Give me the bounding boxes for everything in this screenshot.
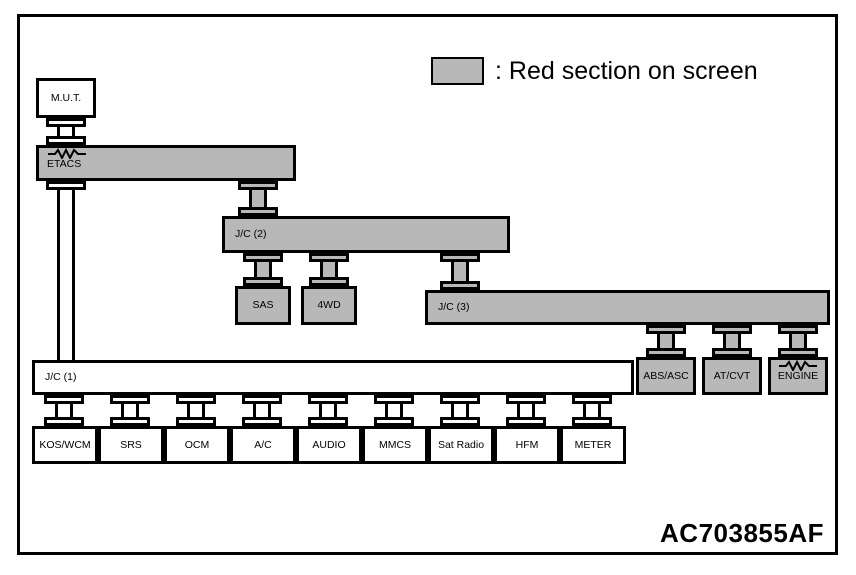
connector-pad-module-8-top <box>506 417 546 426</box>
module-mmcs[interactable]: MMCS <box>362 426 428 464</box>
node-engine-label: ENGINE <box>777 370 819 382</box>
legend-label: : Red section on screen <box>495 56 758 85</box>
connector-pad-module-6-top <box>374 417 414 426</box>
node-mut[interactable]: M.U.T. <box>36 78 96 118</box>
connector-pad-sas-top <box>243 277 283 286</box>
connector-pad-jc1-bottom-5 <box>308 395 348 404</box>
connector-stem-jc1-module-8 <box>517 404 535 417</box>
connector-pad-module-9-top <box>572 417 612 426</box>
node-jc3-label: J/C (3) <box>438 301 470 314</box>
module-label: KOS/WCM <box>39 438 91 451</box>
connector-pad-jc1-bottom-1 <box>44 395 84 404</box>
connector-pad-module-7-top <box>440 417 480 426</box>
legend-swatch-gray <box>431 57 484 85</box>
node-sas-label: SAS <box>252 299 274 312</box>
connector-stem-etacs-jc1 <box>57 190 75 362</box>
node-engine[interactable]: ENGINE <box>768 357 828 395</box>
figure-id-label: AC703855AF <box>660 518 824 548</box>
module-kos-wcm[interactable]: KOS/WCM <box>32 426 98 464</box>
module-label: Sat Radio <box>437 438 485 451</box>
node-at-cvt[interactable]: AT/CVT <box>702 357 762 395</box>
connector-stem-jc3-atcvt <box>723 334 741 348</box>
connector-pad-jc3-bottom-absasc <box>646 325 686 334</box>
connector-pad-etacs-bottom-right <box>238 181 278 190</box>
node-jc2-label: J/C (2) <box>235 228 267 241</box>
connector-pad-jc2-top <box>238 207 278 216</box>
connector-stem-jc3-absasc <box>657 334 675 348</box>
node-at-cvt-label: AT/CVT <box>713 369 751 382</box>
connector-stem-jc1-module-7 <box>451 404 469 417</box>
connector-pad-jc1-bottom-9 <box>572 395 612 404</box>
node-jc2[interactable]: J/C (2) <box>222 216 510 253</box>
connector-pad-jc1-bottom-4 <box>242 395 282 404</box>
connector-pad-engine-top <box>778 348 818 357</box>
node-sas[interactable]: SAS <box>235 286 291 325</box>
connector-stem-jc1-module-1 <box>55 404 73 417</box>
connector-pad-module-4-top <box>242 417 282 426</box>
module-label: HFM <box>515 438 539 451</box>
connector-pad-jc3-top <box>440 281 480 290</box>
module-ocm[interactable]: OCM <box>164 426 230 464</box>
connector-pad-module-3-top <box>176 417 216 426</box>
module-label: AUDIO <box>312 438 346 451</box>
connector-stem-jc2-sas <box>254 262 272 277</box>
node-mut-label: M.U.T. <box>50 91 82 104</box>
connector-pad-jc2-bottom-jc3 <box>440 253 480 262</box>
connector-pad-jc1-bottom-3 <box>176 395 216 404</box>
terminator-resistor-icon <box>47 148 293 159</box>
module-label: A/C <box>254 438 272 451</box>
module-audio[interactable]: AUDIO <box>296 426 362 464</box>
module-srs[interactable]: SRS <box>98 426 164 464</box>
connector-pad-4wd-top <box>309 277 349 286</box>
module-sat-radio[interactable]: Sat Radio <box>428 426 494 464</box>
connector-pad-jc3-bottom-atcvt <box>712 325 752 334</box>
node-4wd-label: 4WD <box>317 299 341 312</box>
module-ac[interactable]: A/C <box>230 426 296 464</box>
node-etacs-label: ETACS <box>47 158 82 170</box>
connector-stem-jc1-module-6 <box>385 404 403 417</box>
connector-pad-mut-bottom <box>46 118 86 127</box>
module-meter[interactable]: METER <box>560 426 626 464</box>
connector-pad-etacs-top <box>46 136 86 145</box>
terminator-resistor-icon <box>771 360 825 371</box>
connector-pad-module-2-top <box>110 417 150 426</box>
node-abs-asc-label: ABS/ASC <box>643 369 689 382</box>
connector-pad-module-1-top <box>44 417 84 426</box>
connector-stem-etacs-jc2 <box>249 190 267 207</box>
connector-pad-jc1-bottom-6 <box>374 395 414 404</box>
node-abs-asc[interactable]: ABS/ASC <box>636 357 696 395</box>
connector-pad-module-5-top <box>308 417 348 426</box>
connector-stem-jc1-module-4 <box>253 404 271 417</box>
connector-pad-jc1-bottom-2 <box>110 395 150 404</box>
module-label: METER <box>574 438 612 451</box>
node-jc3[interactable]: J/C (3) <box>425 290 830 325</box>
node-4wd[interactable]: 4WD <box>301 286 357 325</box>
module-label: MMCS <box>378 438 412 451</box>
module-label: SRS <box>120 438 142 451</box>
connector-pad-jc1-bottom-7 <box>440 395 480 404</box>
connector-pad-atcvt-top <box>712 348 752 357</box>
connector-stem-jc2-4wd <box>320 262 338 277</box>
module-label: OCM <box>184 438 210 451</box>
module-hfm[interactable]: HFM <box>494 426 560 464</box>
node-jc1[interactable]: J/C (1) <box>32 360 634 395</box>
connector-pad-jc2-bottom-sas <box>243 253 283 262</box>
connector-pad-etacs-bottom-left <box>46 181 86 190</box>
connector-stem-jc1-module-2 <box>121 404 139 417</box>
connector-pad-jc1-bottom-8 <box>506 395 546 404</box>
connector-stem-jc1-module-9 <box>583 404 601 417</box>
connector-stem-jc1-module-3 <box>187 404 205 417</box>
node-etacs[interactable]: ETACS <box>36 145 296 181</box>
connector-stem-mut-etacs <box>57 127 75 138</box>
connector-stem-jc2-jc3 <box>451 262 469 281</box>
connector-pad-absasc-top <box>646 348 686 357</box>
connector-stem-jc3-engine <box>789 334 807 348</box>
connector-pad-jc2-bottom-4wd <box>309 253 349 262</box>
node-jc1-label: J/C (1) <box>45 371 77 384</box>
connector-stem-jc1-module-5 <box>319 404 337 417</box>
legend: : Red section on screen <box>431 57 758 85</box>
diagram-frame <box>17 14 838 555</box>
connector-pad-jc3-bottom-engine <box>778 325 818 334</box>
